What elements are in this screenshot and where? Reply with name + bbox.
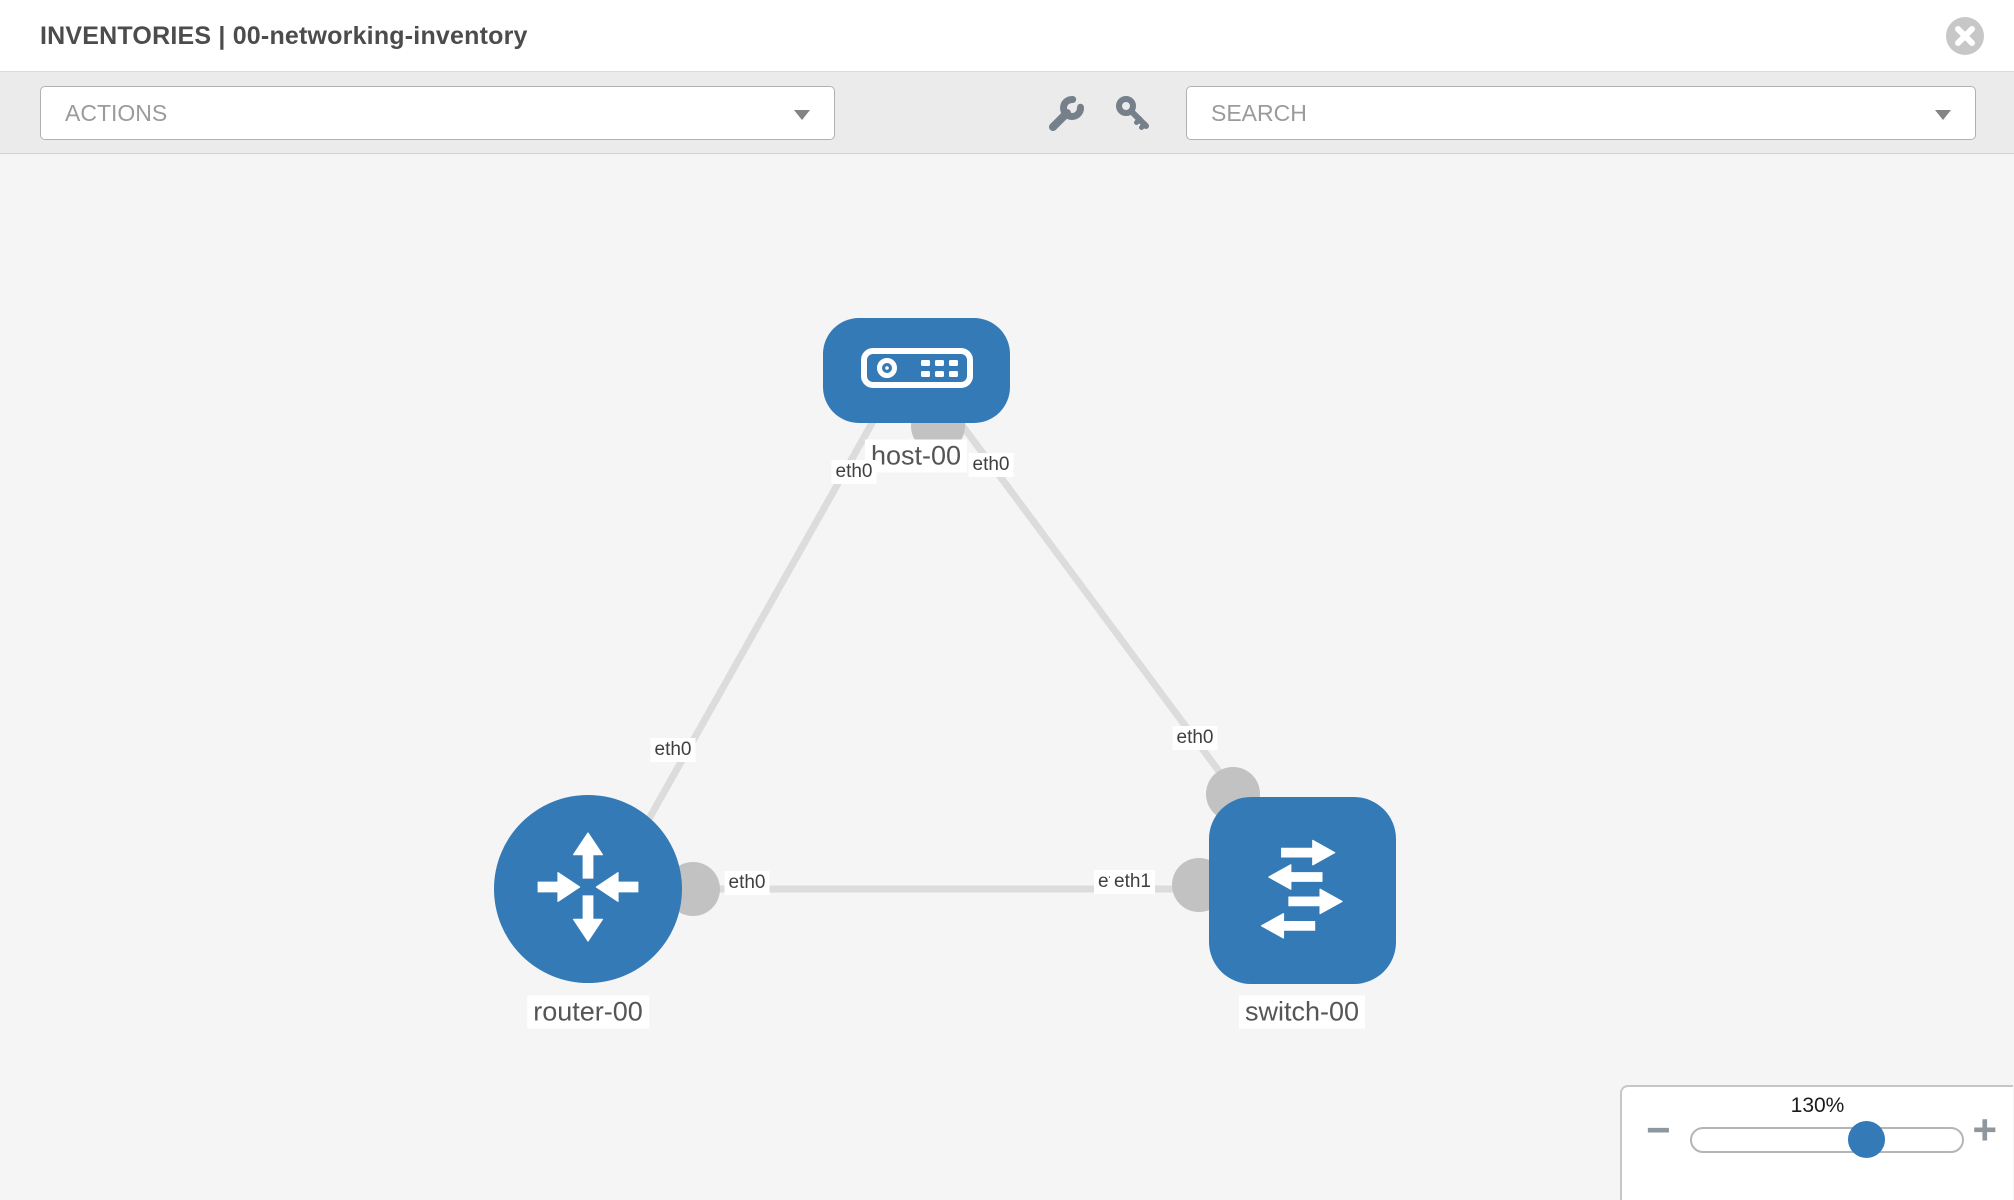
interface-label: eth0 bbox=[831, 460, 877, 484]
zoom-panel: 130% − + bbox=[1620, 1085, 2013, 1200]
chevron-down-icon bbox=[1935, 110, 1951, 120]
node-label-host: host-00 bbox=[864, 439, 968, 473]
switch-icon bbox=[1242, 827, 1364, 954]
interface-label: eth1 bbox=[1110, 870, 1155, 894]
node-router-00[interactable] bbox=[494, 795, 682, 983]
topology-links-layer bbox=[600, 399, 1290, 916]
header: INVENTORIES | 00-networking-inventory bbox=[0, 0, 2014, 72]
actions-dropdown[interactable]: ACTIONS bbox=[40, 86, 835, 140]
toolbar: ACTIONS SEARCH bbox=[0, 72, 2014, 154]
topology-canvas[interactable]: host-00 router-00 switch-00 eth0 eth0 et… bbox=[0, 154, 2014, 1200]
node-label-router: router-00 bbox=[527, 995, 649, 1029]
router-icon bbox=[528, 827, 648, 952]
interface-label: eth0 bbox=[724, 871, 770, 895]
page-title: INVENTORIES | 00-networking-inventory bbox=[40, 22, 528, 50]
key-icon[interactable] bbox=[1113, 94, 1153, 134]
node-label-switch: switch-00 bbox=[1238, 995, 1366, 1029]
server-icon bbox=[860, 348, 973, 393]
wrench-icon[interactable] bbox=[1046, 94, 1086, 134]
node-host-00[interactable] bbox=[823, 318, 1010, 423]
zoom-level: 130% bbox=[1790, 1094, 1845, 1117]
search-dropdown[interactable]: SEARCH bbox=[1186, 86, 1976, 140]
interface-label: eth0 bbox=[650, 738, 696, 762]
zoom-out-button[interactable]: − bbox=[1646, 1106, 1671, 1153]
actions-dropdown-label: ACTIONS bbox=[65, 100, 168, 126]
zoom-slider[interactable] bbox=[1690, 1121, 1964, 1158]
interface-label: eth0 bbox=[968, 453, 1014, 477]
node-switch-00[interactable] bbox=[1209, 797, 1396, 984]
search-dropdown-label: SEARCH bbox=[1211, 100, 1307, 126]
chevron-down-icon bbox=[794, 110, 810, 120]
zoom-in-button[interactable]: + bbox=[1972, 1106, 1997, 1153]
interface-label: eth0 bbox=[1172, 726, 1218, 750]
zoom-slider-handle[interactable] bbox=[1848, 1121, 1885, 1158]
close-button[interactable] bbox=[1946, 17, 1984, 55]
